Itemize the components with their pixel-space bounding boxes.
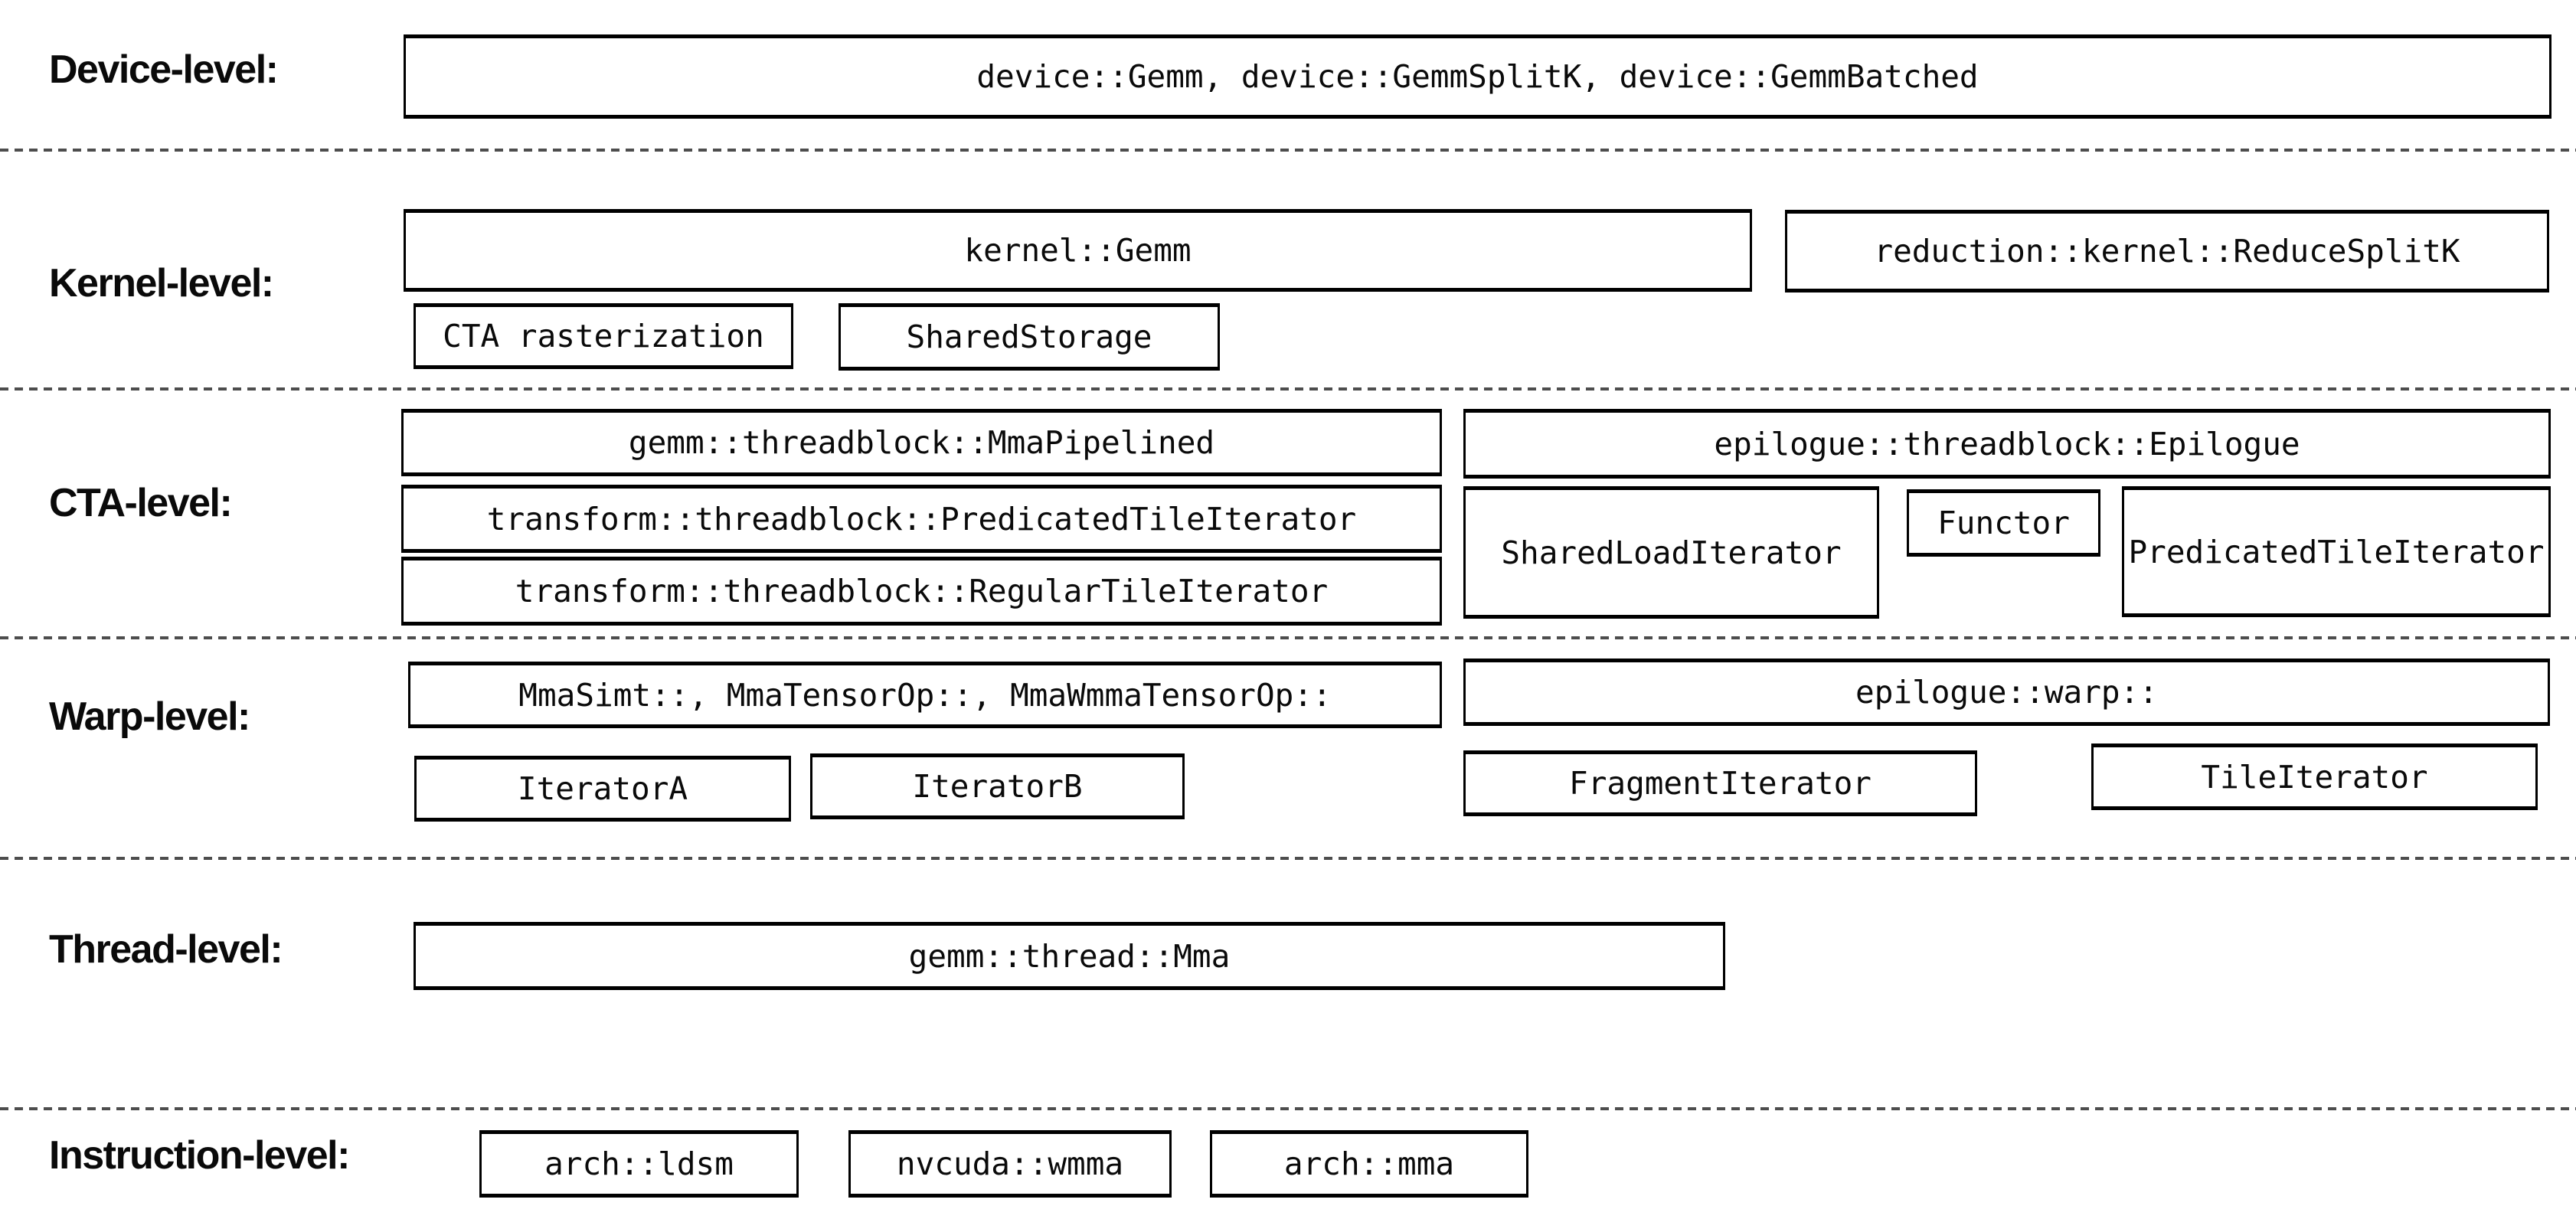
box-shared-storage: SharedStorage (839, 303, 1220, 371)
separator-warp-thread (0, 857, 2576, 860)
separator-device-kernel (0, 149, 2576, 152)
box-thread-mma: gemm::thread::Mma (414, 922, 1725, 990)
box-arch-ldsm: arch::ldsm (479, 1130, 799, 1198)
row-label-thread-level: Thread-level: (49, 927, 283, 972)
separator-cta-warp (0, 636, 2576, 639)
separator-kernel-cta (0, 387, 2576, 391)
box-device-gemm: device::Gemm, device::GemmSplitK, device… (404, 34, 2551, 119)
box-cta-rasterization: CTA rasterization (414, 303, 793, 369)
box-predicated-tile-iterator: PredicatedTileIterator (2122, 486, 2551, 617)
box-reduce-splitk: reduction::kernel::ReduceSplitK (1785, 210, 2549, 292)
row-label-kernel-level: Kernel-level: (49, 261, 274, 306)
row-label-device-level: Device-level: (49, 47, 279, 92)
box-fragment-iterator: FragmentIterator (1463, 750, 1977, 816)
box-iterator-b: IteratorB (810, 753, 1185, 819)
box-transform-regular-tile-iterator: transform::threadblock::RegularTileItera… (401, 557, 1442, 626)
box-tile-iterator: TileIterator (2091, 743, 2538, 810)
box-shared-load-iterator: SharedLoadIterator (1463, 486, 1879, 619)
box-transform-predicated-tile-iterator: transform::threadblock::PredicatedTileIt… (401, 485, 1442, 553)
separator-thread-instruction (0, 1107, 2576, 1110)
box-mma-pipelined: gemm::threadblock::MmaPipelined (401, 409, 1442, 476)
box-functor: Functor (1907, 489, 2100, 557)
row-label-instruction-level: Instruction-level: (49, 1133, 350, 1178)
row-label-cta-level: CTA-level: (49, 481, 233, 525)
box-epilogue-warp: epilogue::warp:: (1463, 659, 2550, 726)
box-kernel-gemm: kernel::Gemm (404, 209, 1752, 292)
row-label-warp-level: Warp-level: (49, 694, 250, 739)
box-warp-mma-variants: MmaSimt::, MmaTensorOp::, MmaWmmaTensorO… (408, 662, 1442, 728)
box-arch-mma: arch::mma (1210, 1130, 1528, 1198)
box-epilogue-threadblock: epilogue::threadblock::Epilogue (1463, 409, 2551, 479)
box-iterator-a: IteratorA (414, 756, 791, 822)
box-nvcuda-wmma: nvcuda::wmma (848, 1130, 1172, 1198)
